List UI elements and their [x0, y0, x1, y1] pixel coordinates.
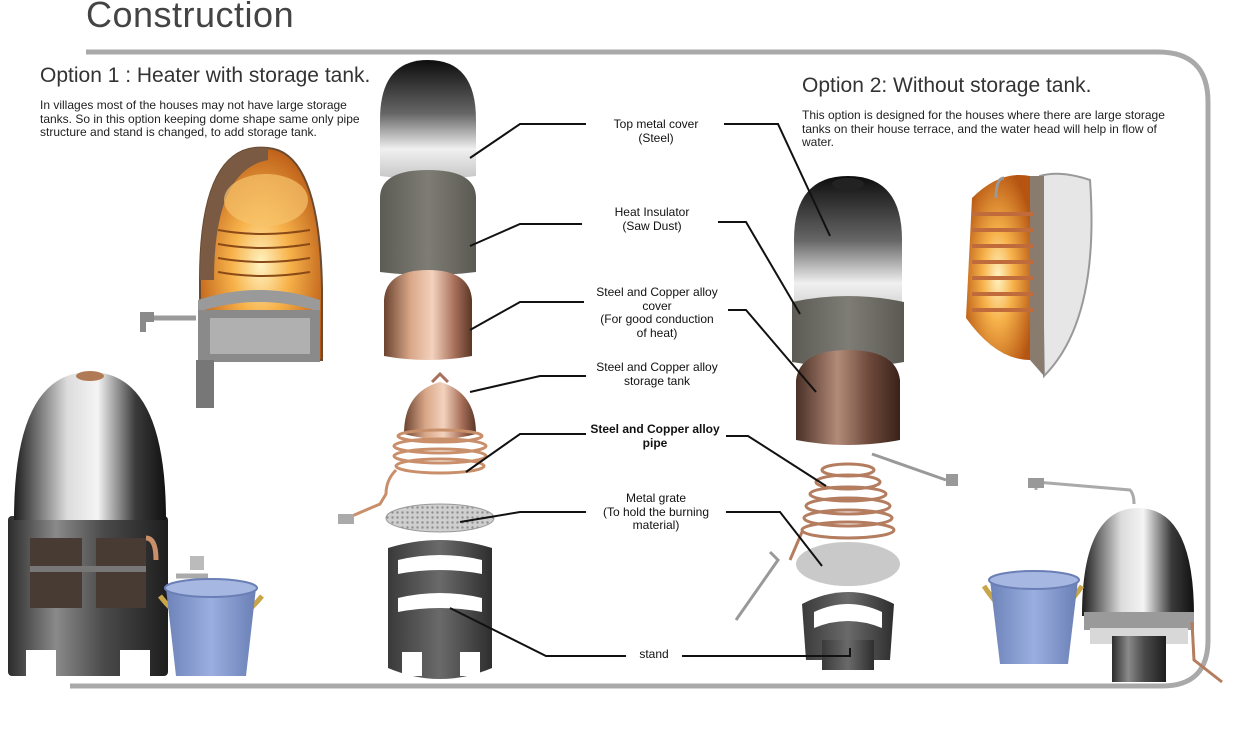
exploded-view	[338, 60, 495, 679]
option1-description: In villages most of the houses may not h…	[40, 98, 360, 139]
option1-bucket	[158, 578, 264, 676]
label-grate: Metal grate (To hold the burning materia…	[602, 491, 710, 532]
page-title: Construction	[86, 0, 295, 35]
label-storage-tank: Steel and Copper alloy storage tank	[596, 360, 718, 388]
option2-heater	[1028, 478, 1223, 684]
option2-exploded	[734, 176, 958, 670]
option2-title: Option 2: Without storage tank.	[802, 74, 1092, 97]
option2-bucket	[981, 570, 1085, 664]
option2-cutaway	[966, 172, 1093, 379]
label-insulator: Heat Insulator (Saw Dust)	[614, 205, 690, 233]
option1-title: Option 1 : Heater with storage tank.	[40, 64, 371, 87]
label-top-cover: Top metal cover (Steel)	[613, 117, 699, 145]
option1-heater	[8, 371, 208, 676]
option1-cutaway	[140, 146, 323, 408]
label-stand: stand	[639, 647, 669, 661]
frame-border	[70, 49, 1211, 689]
label-alloy-cover: Steel and Copper alloy cover (For good c…	[596, 285, 718, 340]
leader-lines	[449, 123, 851, 657]
label-pipe: Steel and Copper alloy pipe	[590, 422, 720, 450]
option2-description: This option is designed for the houses w…	[802, 108, 1165, 149]
